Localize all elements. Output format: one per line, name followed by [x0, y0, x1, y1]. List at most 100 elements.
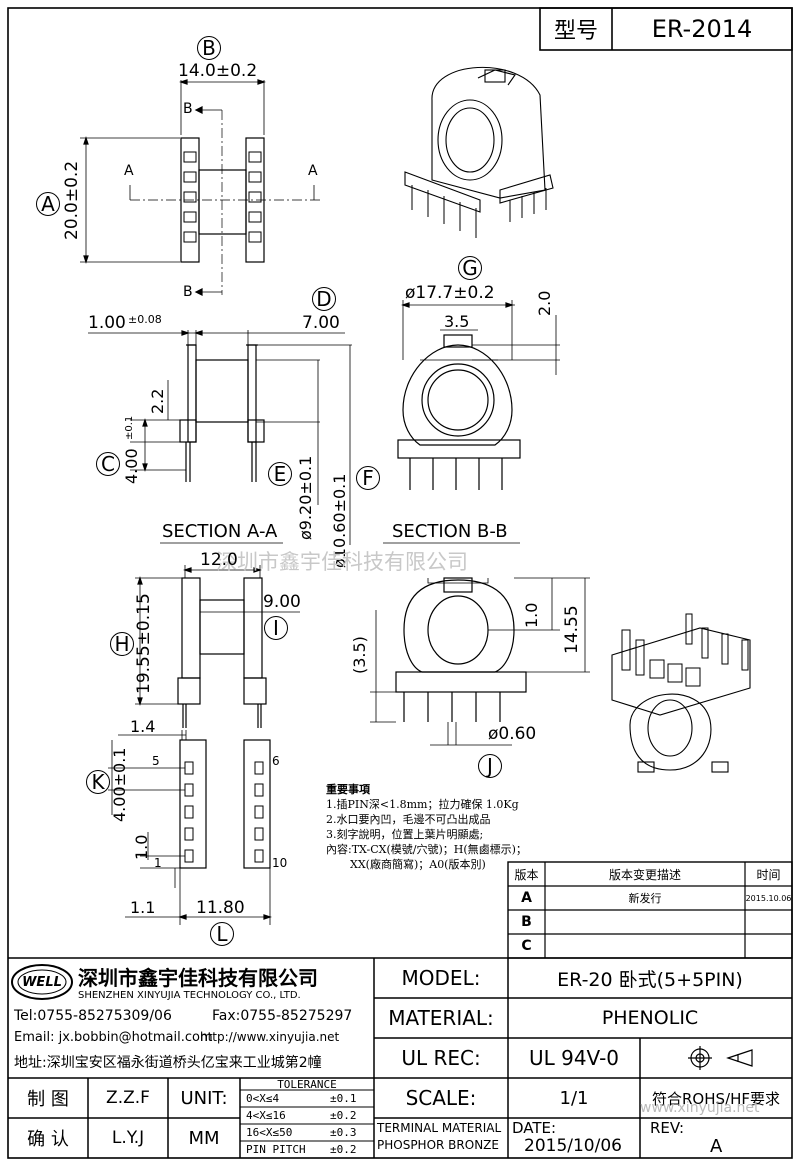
tolerance-range: 16<X≤50 [246, 1126, 293, 1139]
iso-view-top [404, 66, 554, 238]
notes-line: 3.刻字說明，位置上葉片明顯處; [326, 828, 484, 841]
dim-d-2-2: 2.2 [148, 388, 167, 414]
projection-symbol [688, 1046, 753, 1070]
rev-row-c-ver: C [521, 938, 532, 954]
date-label: DATE: [512, 1119, 557, 1137]
company-logo [11, 964, 73, 1000]
pin-view [108, 730, 272, 925]
rev-label: REV: [650, 1119, 684, 1137]
front-view [397, 300, 560, 490]
dim-c-value: 4.00 [122, 448, 141, 484]
model-label: MODEL: [401, 966, 481, 990]
top-view [80, 79, 320, 296]
dim-12-0: 12.0 [200, 550, 238, 570]
dim-1-0-pin: 1.0 [132, 834, 151, 860]
rev-value: A [710, 1136, 723, 1157]
draw-name: Z.Z.F [106, 1088, 150, 1108]
model-header-box [539, 7, 793, 51]
section-aa-view [135, 542, 300, 728]
notes-line: 內容:TX-CX(模號/穴號)；H(無鹵標示)； [326, 843, 527, 856]
date-value: 2015/10/06 [524, 1136, 622, 1156]
tolerance-value: ±0.2 [330, 1143, 357, 1156]
dim-pin-diameter: ø0.60 [488, 724, 537, 744]
section-a-left: A [124, 163, 134, 179]
label-c-circle: C [96, 452, 120, 476]
tolerance-range: 4<X≤16 [246, 1109, 286, 1122]
dim-c-tol: ±0.1 [124, 415, 135, 440]
tolerance-value: ±0.2 [330, 1109, 357, 1122]
dim-k-value: 4.00±0.1 [110, 747, 129, 822]
rev-row-a-date: 2015.10.06 [745, 893, 792, 903]
section-b-bottom: B [183, 284, 193, 300]
company-website: http://www.xinyujia.net [200, 1030, 340, 1044]
notes-title: 重要事項 [326, 783, 370, 796]
label-f-circle: F [356, 466, 380, 490]
section-aa-title: SECTION A-A [162, 521, 278, 542]
scale-value: 1/1 [559, 1087, 589, 1109]
title-block [8, 957, 792, 1158]
notes-line: XX(廠商簡寫)；A0(版本別) [350, 858, 486, 871]
dim-g-2-0: 2.0 [535, 290, 554, 316]
dim-14-55: 14.55 [562, 605, 582, 654]
rev-header-date: 时间 [756, 867, 781, 882]
label-d-circle: D [312, 287, 336, 311]
tolerance-range: 0<X≤4 [246, 1092, 280, 1105]
label-i-circle: I [264, 616, 288, 640]
rev-row-a-ver: A [521, 890, 532, 906]
notes-line: 2.水口要內凹，毛邊不可凸出成品 [326, 813, 491, 826]
label-e-circle: E [268, 462, 292, 486]
tolerance-title: TOLERANCE [277, 1077, 337, 1091]
dim-3-5-paren: (3.5) [350, 636, 369, 674]
company-fax: Fax:0755-85275297 [212, 1008, 353, 1024]
rev-row-a-desc: 新发行 [628, 892, 662, 905]
label-a-circle: A [36, 192, 60, 216]
dim-b-value: 14.0±0.2 [178, 61, 258, 81]
unit-value: MM [188, 1127, 220, 1149]
watermark-text: 深圳市鑫宇佳科技有限公司 [216, 550, 468, 574]
terminal-material-label: TERMINAL MATERIAL [377, 1121, 502, 1135]
check-name: L.Y.J [111, 1128, 145, 1148]
dim-9-00: 9.00 [263, 592, 301, 612]
dim-d-1-00: 1.00 [88, 313, 126, 333]
label-j-circle: J [478, 754, 502, 778]
rev-header-version: 版本 [514, 867, 539, 882]
dim-g-3-5: 3.5 [444, 312, 470, 331]
ulrec-label: UL REC: [401, 1046, 481, 1070]
check-label: 确 认 [27, 1129, 69, 1150]
pin-number-1: 1 [154, 856, 162, 870]
pin-number-5: 5 [152, 754, 160, 768]
dim-11-80: 11.80 [196, 898, 245, 918]
dim-a-value: 20.0±0.2 [62, 160, 82, 240]
unit-label: UNIT: [180, 1087, 228, 1109]
draw-label: 制 图 [27, 1089, 69, 1110]
notes-line: 1.插PIN深<1.8mm；拉力確保 1.0Kg [326, 798, 519, 811]
tolerance-value: ±0.1 [330, 1092, 357, 1105]
model-header-value: ER-2014 [651, 15, 753, 43]
side-view [88, 330, 352, 545]
dim-1-4: 1.4 [130, 717, 156, 736]
company-name-cn: 深圳市鑫宇佳科技有限公司 [78, 966, 318, 990]
dim-e-value: ø9.20±0.1 [296, 455, 315, 540]
label-g-circle: G [458, 256, 482, 280]
pin-number-10: 10 [272, 856, 288, 870]
rohs-note: 符合ROHS/HF要求 [652, 1089, 780, 1108]
website-watermark: www.xinyujia.net [640, 1100, 760, 1116]
section-b-top: B [183, 101, 193, 117]
terminal-material-value: PHOSPHOR BRONZE [377, 1138, 499, 1152]
rev-header-desc: 版本变更描述 [608, 867, 681, 882]
company-name-en: SHENZHEN XINYUJIA TECHNOLOGY CO., LTD. [78, 990, 301, 1001]
company-tel: Tel:0755-85275309/06 [14, 1008, 172, 1024]
dim-1-0: 1.0 [522, 602, 541, 628]
notes-block: 重要事項 1.插PIN深<1.8mm；拉力確保 1.0Kg 2.水口要內凹，毛邊… [326, 782, 527, 872]
pin-number-6: 6 [272, 754, 280, 768]
section-bb-view [370, 542, 590, 746]
dim-g-value: ø17.7±0.2 [405, 283, 495, 303]
section-bb-title: SECTION B-B [392, 521, 508, 542]
model-value: ER-20 卧式(5+5PIN) [557, 968, 743, 991]
rev-row-b-ver: B [521, 914, 532, 930]
dim-d-1-00-tol: ±0.08 [128, 313, 162, 326]
drawing-frame [7, 7, 793, 1159]
section-a-right: A [308, 163, 318, 179]
scale-label: SCALE: [405, 1086, 477, 1110]
